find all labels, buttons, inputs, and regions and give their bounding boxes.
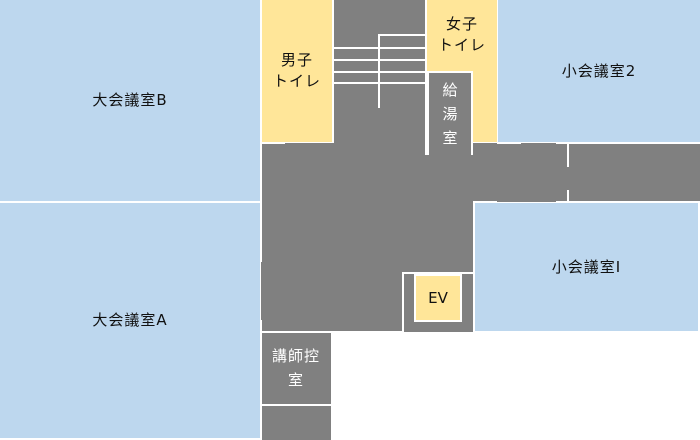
- wall-room1-north-b: [556, 201, 700, 203]
- wall-corridor-west-a1: [260, 202, 262, 262]
- wall-womens-toilet-west: [425, 0, 427, 155]
- wall-lecturer-door-a: [261, 331, 285, 333]
- wall-corridor-west-a2: [260, 320, 262, 440]
- room-kitchenette[interactable]: 給 湯 室: [427, 71, 473, 155]
- room-kitchenette-label: 給 湯 室: [442, 81, 458, 147]
- wall-room-divider: [0, 201, 262, 203]
- room-large-meeting-a-label: 大会議室A: [92, 311, 168, 329]
- room-mens-toilet[interactable]: 男子 トイレ: [262, 0, 332, 142]
- wall-room2-south-b: [556, 142, 700, 144]
- room-large-meeting-b-label: 大会議室B: [92, 91, 168, 109]
- stair-step-2: [333, 59, 426, 61]
- room-large-meeting-a[interactable]: 大会議室A: [0, 203, 260, 438]
- wall-room1-north-a: [473, 201, 497, 203]
- wall-room2-south-a: [497, 142, 521, 144]
- wall-mens-toilet-door: [261, 142, 285, 144]
- room-womens-toilet-label: 女子 トイレ: [437, 15, 486, 54]
- room-small-meeting-1[interactable]: 小会議室Ⅰ: [475, 203, 698, 331]
- stair-step-3: [333, 71, 426, 73]
- wall-corridor-door-mark-bottom: [567, 190, 569, 202]
- room-small-meeting-2-label: 小会議室2: [561, 61, 637, 80]
- elevator[interactable]: EV: [414, 274, 462, 322]
- wall-corridor-door-mark-top: [567, 143, 569, 167]
- room-small-meeting-2[interactable]: 小会議室2: [498, 0, 700, 142]
- wall-corridor-west-b: [260, 0, 262, 202]
- room-lecturer-waiting-label: 講師控 室: [271, 346, 320, 389]
- wall-lecturer-east: [331, 331, 333, 440]
- room-small-meeting-1-label: 小会議室Ⅰ: [551, 257, 622, 276]
- room-lecturer-waiting[interactable]: 講師控 室: [261, 331, 332, 402]
- wall-lecturer-door-b: [309, 331, 332, 333]
- elevator-label: EV: [428, 288, 448, 307]
- room-mens-toilet-label: 男子 トイレ: [272, 51, 321, 90]
- room-large-meeting-b[interactable]: 大会議室B: [0, 0, 260, 201]
- wall-room1-west: [473, 201, 475, 332]
- stair-step-4: [333, 82, 426, 84]
- stair-step-1: [333, 47, 426, 49]
- corridor-east: [473, 143, 700, 202]
- stair-step-top: [378, 34, 426, 36]
- storage-south: [261, 404, 332, 440]
